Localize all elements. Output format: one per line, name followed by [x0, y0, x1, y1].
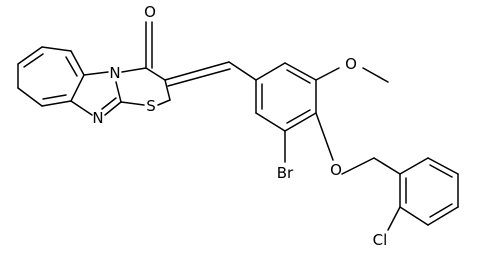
imidazole-ring-bonds	[70, 71, 122, 116]
nitrogen-label: N	[92, 109, 103, 127]
central-ring-bonds	[255, 62, 317, 132]
oxygen-methoxy-label: O	[345, 55, 357, 73]
methylidene-bonds	[164, 61, 257, 87]
oxygen-carbonyl-label: O	[144, 3, 156, 21]
benzo-ring-bonds	[17, 46, 85, 107]
bromine-label: Br	[277, 164, 294, 182]
sulfur-label: S	[146, 97, 156, 115]
methoxy-bonds	[315, 67, 389, 83]
chlorine-label: Cl	[373, 231, 388, 249]
benzyloxy-bonds	[315, 112, 401, 175]
oxygen-ether-label: O	[330, 161, 342, 179]
thiazolone-ring-bonds	[120, 21, 171, 106]
chlorophenyl-ring-bonds	[387, 157, 459, 231]
nitrogen-label: N	[109, 64, 120, 82]
